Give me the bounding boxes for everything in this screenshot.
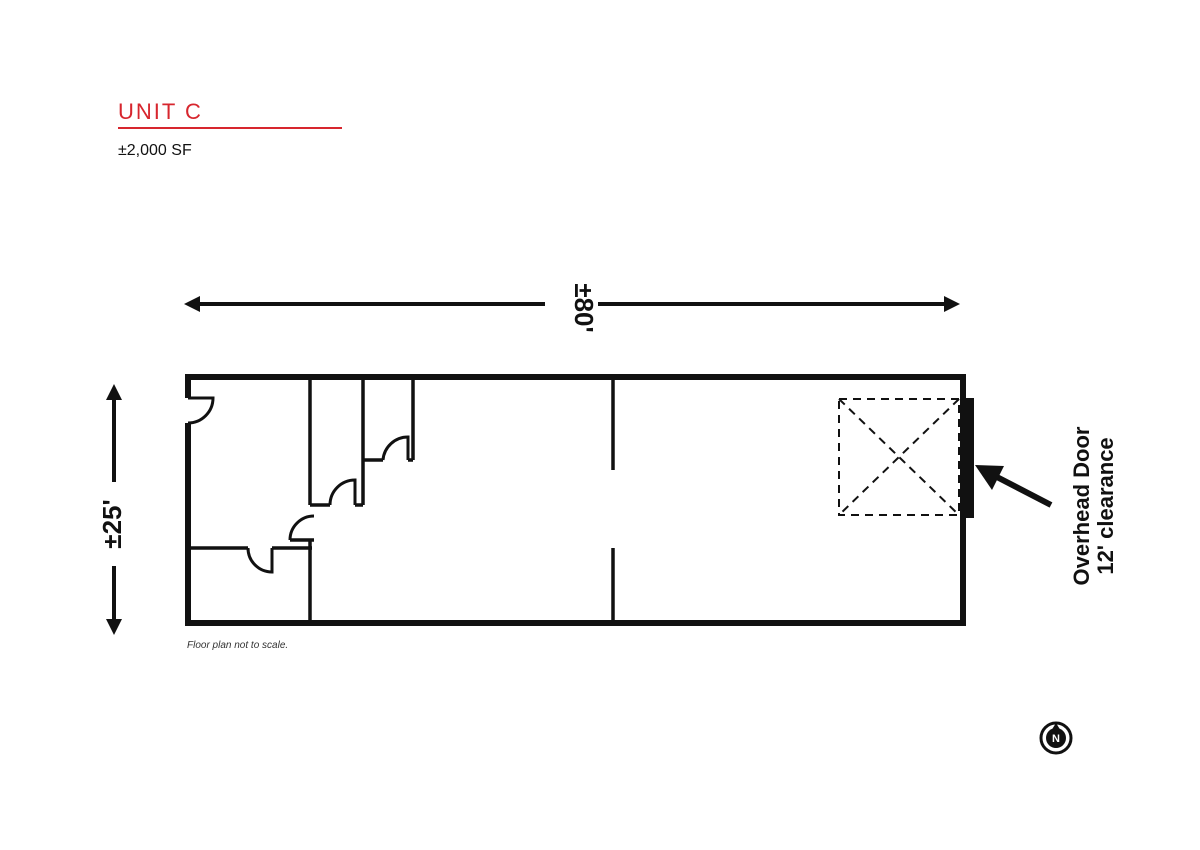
entry-door-swing [187, 396, 215, 425]
title-underline [118, 127, 342, 129]
north-arrow-icon: N [1039, 721, 1073, 755]
depth-dimension-arrow [106, 384, 122, 635]
depth-dimension-label: ±25' [97, 499, 127, 548]
interior-walls [190, 380, 615, 620]
unit-area: ±2,000 SF [118, 142, 192, 159]
north-letter: N [1052, 733, 1060, 745]
overhead-door-clearance-zone [838, 398, 960, 516]
unit-title: UNIT C [118, 99, 203, 124]
width-dimension-arrow [184, 296, 960, 312]
overhead-door [966, 398, 974, 518]
width-dimension-label: ±80' [569, 283, 599, 332]
overhead-door-clearance-label: 12' clearance [1093, 437, 1118, 574]
overhead-door-label: Overhead Door [1069, 426, 1094, 585]
scale-note: Floor plan not to scale. [187, 640, 289, 651]
overhead-door-callout-arrow [975, 465, 1053, 508]
interior-door-swings [246, 435, 410, 574]
exterior-walls [185, 374, 966, 626]
